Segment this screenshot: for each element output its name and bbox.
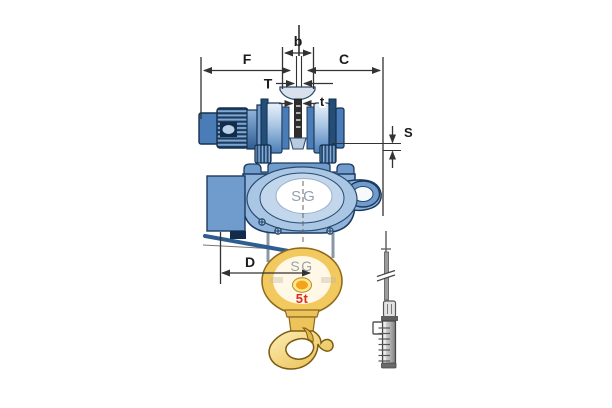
beam-flange <box>279 86 316 150</box>
hoist-body: SG <box>206 162 382 243</box>
dim-label-t: t <box>320 94 325 109</box>
hook-logo-text: SG <box>290 258 313 274</box>
pendant-buttons <box>378 327 390 362</box>
beam-bottom-flange <box>279 86 316 101</box>
wheel-hub-left <box>281 106 290 150</box>
motor-end-cap <box>198 112 219 145</box>
trolley-wheels <box>254 98 345 164</box>
dim-label-D: D <box>245 254 255 270</box>
sheave-center <box>296 280 308 290</box>
motor-terminal-window <box>222 125 235 134</box>
pendant-bottom-cap <box>381 362 397 369</box>
watermark-left <box>270 277 283 283</box>
pendant-control <box>372 231 398 369</box>
watermark-right <box>321 277 336 283</box>
break-mark-1 <box>376 269 396 278</box>
control-box <box>206 175 246 232</box>
dim-label-T: T <box>264 76 273 92</box>
hook-latch <box>301 327 314 343</box>
dim-label-b: b <box>294 33 303 49</box>
capacity-label: 5t <box>296 291 309 306</box>
limit-lever <box>203 234 296 254</box>
hoist-motor <box>198 104 266 153</box>
lever-bracket <box>230 231 246 239</box>
hook <box>268 330 334 370</box>
dim-label-S: S <box>404 125 413 140</box>
hook-collar <box>284 309 320 318</box>
hook-shank <box>288 316 316 333</box>
hook-block: SG 5t <box>261 247 343 370</box>
body-bolts <box>258 218 334 235</box>
cable-break-gap <box>377 270 395 281</box>
pendant-strain-relief <box>382 300 397 318</box>
dim-label-F: F <box>243 51 252 67</box>
dimension-labels: F b C T t S D <box>243 33 413 270</box>
body-logo-text: SG <box>291 188 317 205</box>
brand-plate <box>275 178 333 214</box>
bolt-anchor <box>289 137 307 150</box>
gear-cover-right <box>319 144 337 164</box>
dimension-lines <box>200 25 401 284</box>
wheel-hub-right <box>306 106 315 150</box>
break-mark-2 <box>376 274 396 282</box>
motor-coupling <box>246 109 259 150</box>
hoist-ropes <box>202 233 335 262</box>
pendant-collar <box>381 316 398 321</box>
gear-cover-left <box>254 144 272 164</box>
trolley-end-cap-right <box>335 107 345 149</box>
dim-label-C: C <box>339 51 349 67</box>
